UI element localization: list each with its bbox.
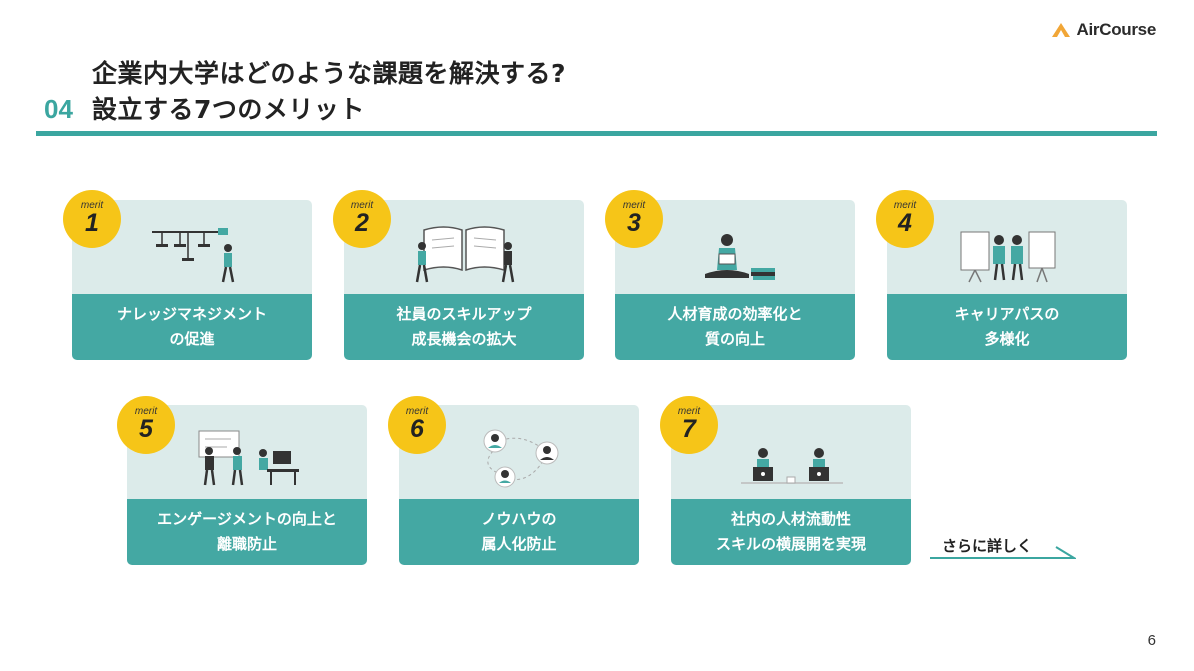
arrow-right-icon xyxy=(930,546,1076,559)
badge-label: merit xyxy=(677,406,701,417)
merit-title-line1: 社内の人材流動性 xyxy=(730,510,851,528)
learn-more-label: さらに詳しく xyxy=(942,537,1033,555)
merit-card-6: ノウハウの 属人化防止 xyxy=(399,405,639,565)
merit-card-2: 社員のスキルアップ 成長機会の拡大 xyxy=(344,200,584,360)
merit-badge-3: merit 3 xyxy=(605,190,663,248)
badge-number: 2 xyxy=(355,209,369,237)
open-book-icon xyxy=(415,226,515,283)
merit-badge-5: merit 5 xyxy=(117,396,175,454)
page-number: 6 xyxy=(1147,632,1156,649)
merit-title-line1: ノウハウの xyxy=(481,510,557,528)
merit-badge-7: merit 7 xyxy=(660,396,718,454)
logo-text: AirCourse xyxy=(1076,20,1157,39)
badge-label: merit xyxy=(405,406,429,417)
badge-label: merit xyxy=(134,406,158,417)
merit-title-line1: ナレッジマネジメント xyxy=(116,305,267,323)
team-work-icon xyxy=(198,430,299,486)
badge-number: 7 xyxy=(682,415,696,443)
title-divider xyxy=(36,131,1157,136)
page-title-line1: 企業内大学はどのような課題を解決する? xyxy=(92,59,567,88)
merit-title-line2: スキルの横展開を実現 xyxy=(715,535,866,553)
merit-title-line2: 質の向上 xyxy=(704,330,765,348)
merit-title-line2: 離職防止 xyxy=(216,535,277,553)
people-network-icon xyxy=(483,429,559,488)
badge-number: 6 xyxy=(410,415,424,443)
merit-card-1: ナレッジマネジメント の促進 xyxy=(72,200,312,360)
merit-badge-6: merit 6 xyxy=(388,396,446,454)
merit-title-line1: 人材育成の効率化と xyxy=(667,305,803,323)
badge-number: 1 xyxy=(85,209,99,237)
aircourse-logo-icon xyxy=(1051,23,1070,37)
merit-title-line1: キャリアパスの xyxy=(954,305,1060,323)
badge-label: merit xyxy=(350,200,374,211)
laptop-users-icon xyxy=(741,448,843,484)
merit-card-7: 社内の人材流動性 スキルの横展開を実現 xyxy=(671,405,911,565)
aircourse-logo: AirCourse xyxy=(1051,20,1157,40)
presentation-board-icon xyxy=(960,231,1056,283)
merit-title-line2: の促進 xyxy=(169,330,215,348)
badge-label: merit xyxy=(622,200,646,211)
merit-badge-4: merit 4 xyxy=(876,190,934,248)
merit-title-line2: 成長機会の拡大 xyxy=(411,330,517,348)
section-number: 04 xyxy=(44,94,73,124)
merit-badge-2: merit 2 xyxy=(333,190,391,248)
badge-number: 5 xyxy=(139,415,153,443)
merit-title-line1: エンゲージメントの向上と xyxy=(157,510,337,528)
merit-title-line2: 多様化 xyxy=(984,330,1030,348)
page-title-line2: 設立する7つのメリット xyxy=(92,95,365,124)
learn-more-link[interactable]: さらに詳しく xyxy=(930,533,1076,561)
merit-title-line2: 属人化防止 xyxy=(481,535,557,553)
merit-badge-1: merit 1 xyxy=(63,190,121,248)
badge-label: merit xyxy=(893,200,917,211)
reading-person-icon xyxy=(705,234,775,280)
merit-title-line1: 社員のスキルアップ xyxy=(396,305,532,323)
badge-number: 4 xyxy=(898,209,912,237)
knowledge-tree-icon xyxy=(152,228,235,283)
badge-label: merit xyxy=(80,200,104,211)
badge-number: 3 xyxy=(627,209,641,237)
